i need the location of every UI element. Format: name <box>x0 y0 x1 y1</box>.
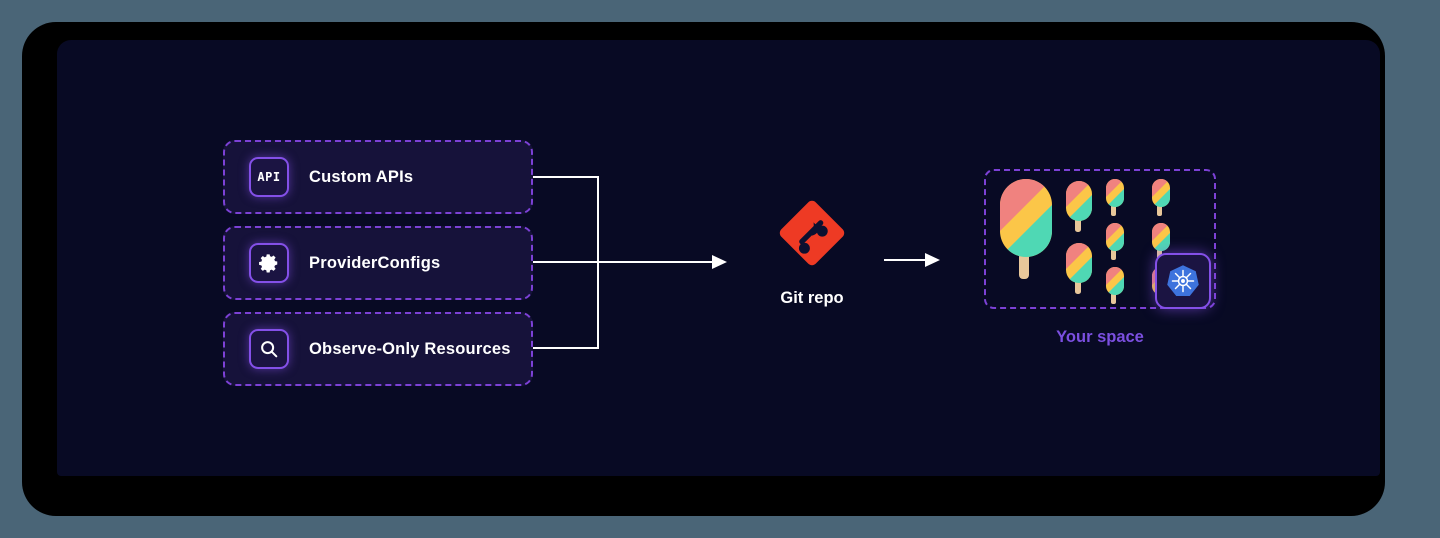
popsicle-group <box>1000 179 1170 304</box>
kubernetes-glyph <box>1167 265 1199 296</box>
source-card-providerconfigs[interactable]: ProviderConfigs <box>223 226 533 300</box>
source-card-custom-apis[interactable]: API Custom APIs <box>223 140 533 214</box>
git-repo-node[interactable]: Git repo <box>742 195 882 308</box>
git-repo-label: Git repo <box>780 289 844 307</box>
your-space-box[interactable] <box>984 169 1216 309</box>
source-card-observe-only-resources[interactable]: Observe-Only Resources <box>223 312 533 386</box>
search-icon <box>249 329 289 369</box>
your-space-label: Your space <box>1056 328 1144 346</box>
source-card-label: ProviderConfigs <box>309 253 441 272</box>
api-icon: API <box>249 157 289 197</box>
gear-icon <box>249 243 289 283</box>
arrowhead-sources-to-git <box>712 255 727 269</box>
source-card-label: Custom APIs <box>309 167 414 186</box>
diagram-canvas: API Custom APIs ProviderConfigs Observe-… <box>57 40 1380 476</box>
bracket-path <box>533 176 599 349</box>
arrowhead-git-to-space <box>925 253 940 267</box>
git-logo-icon <box>779 200 845 266</box>
kubernetes-icon[interactable] <box>1155 253 1211 309</box>
source-card-label: Observe-Only Resources <box>309 339 511 358</box>
api-icon-text: API <box>257 170 281 184</box>
